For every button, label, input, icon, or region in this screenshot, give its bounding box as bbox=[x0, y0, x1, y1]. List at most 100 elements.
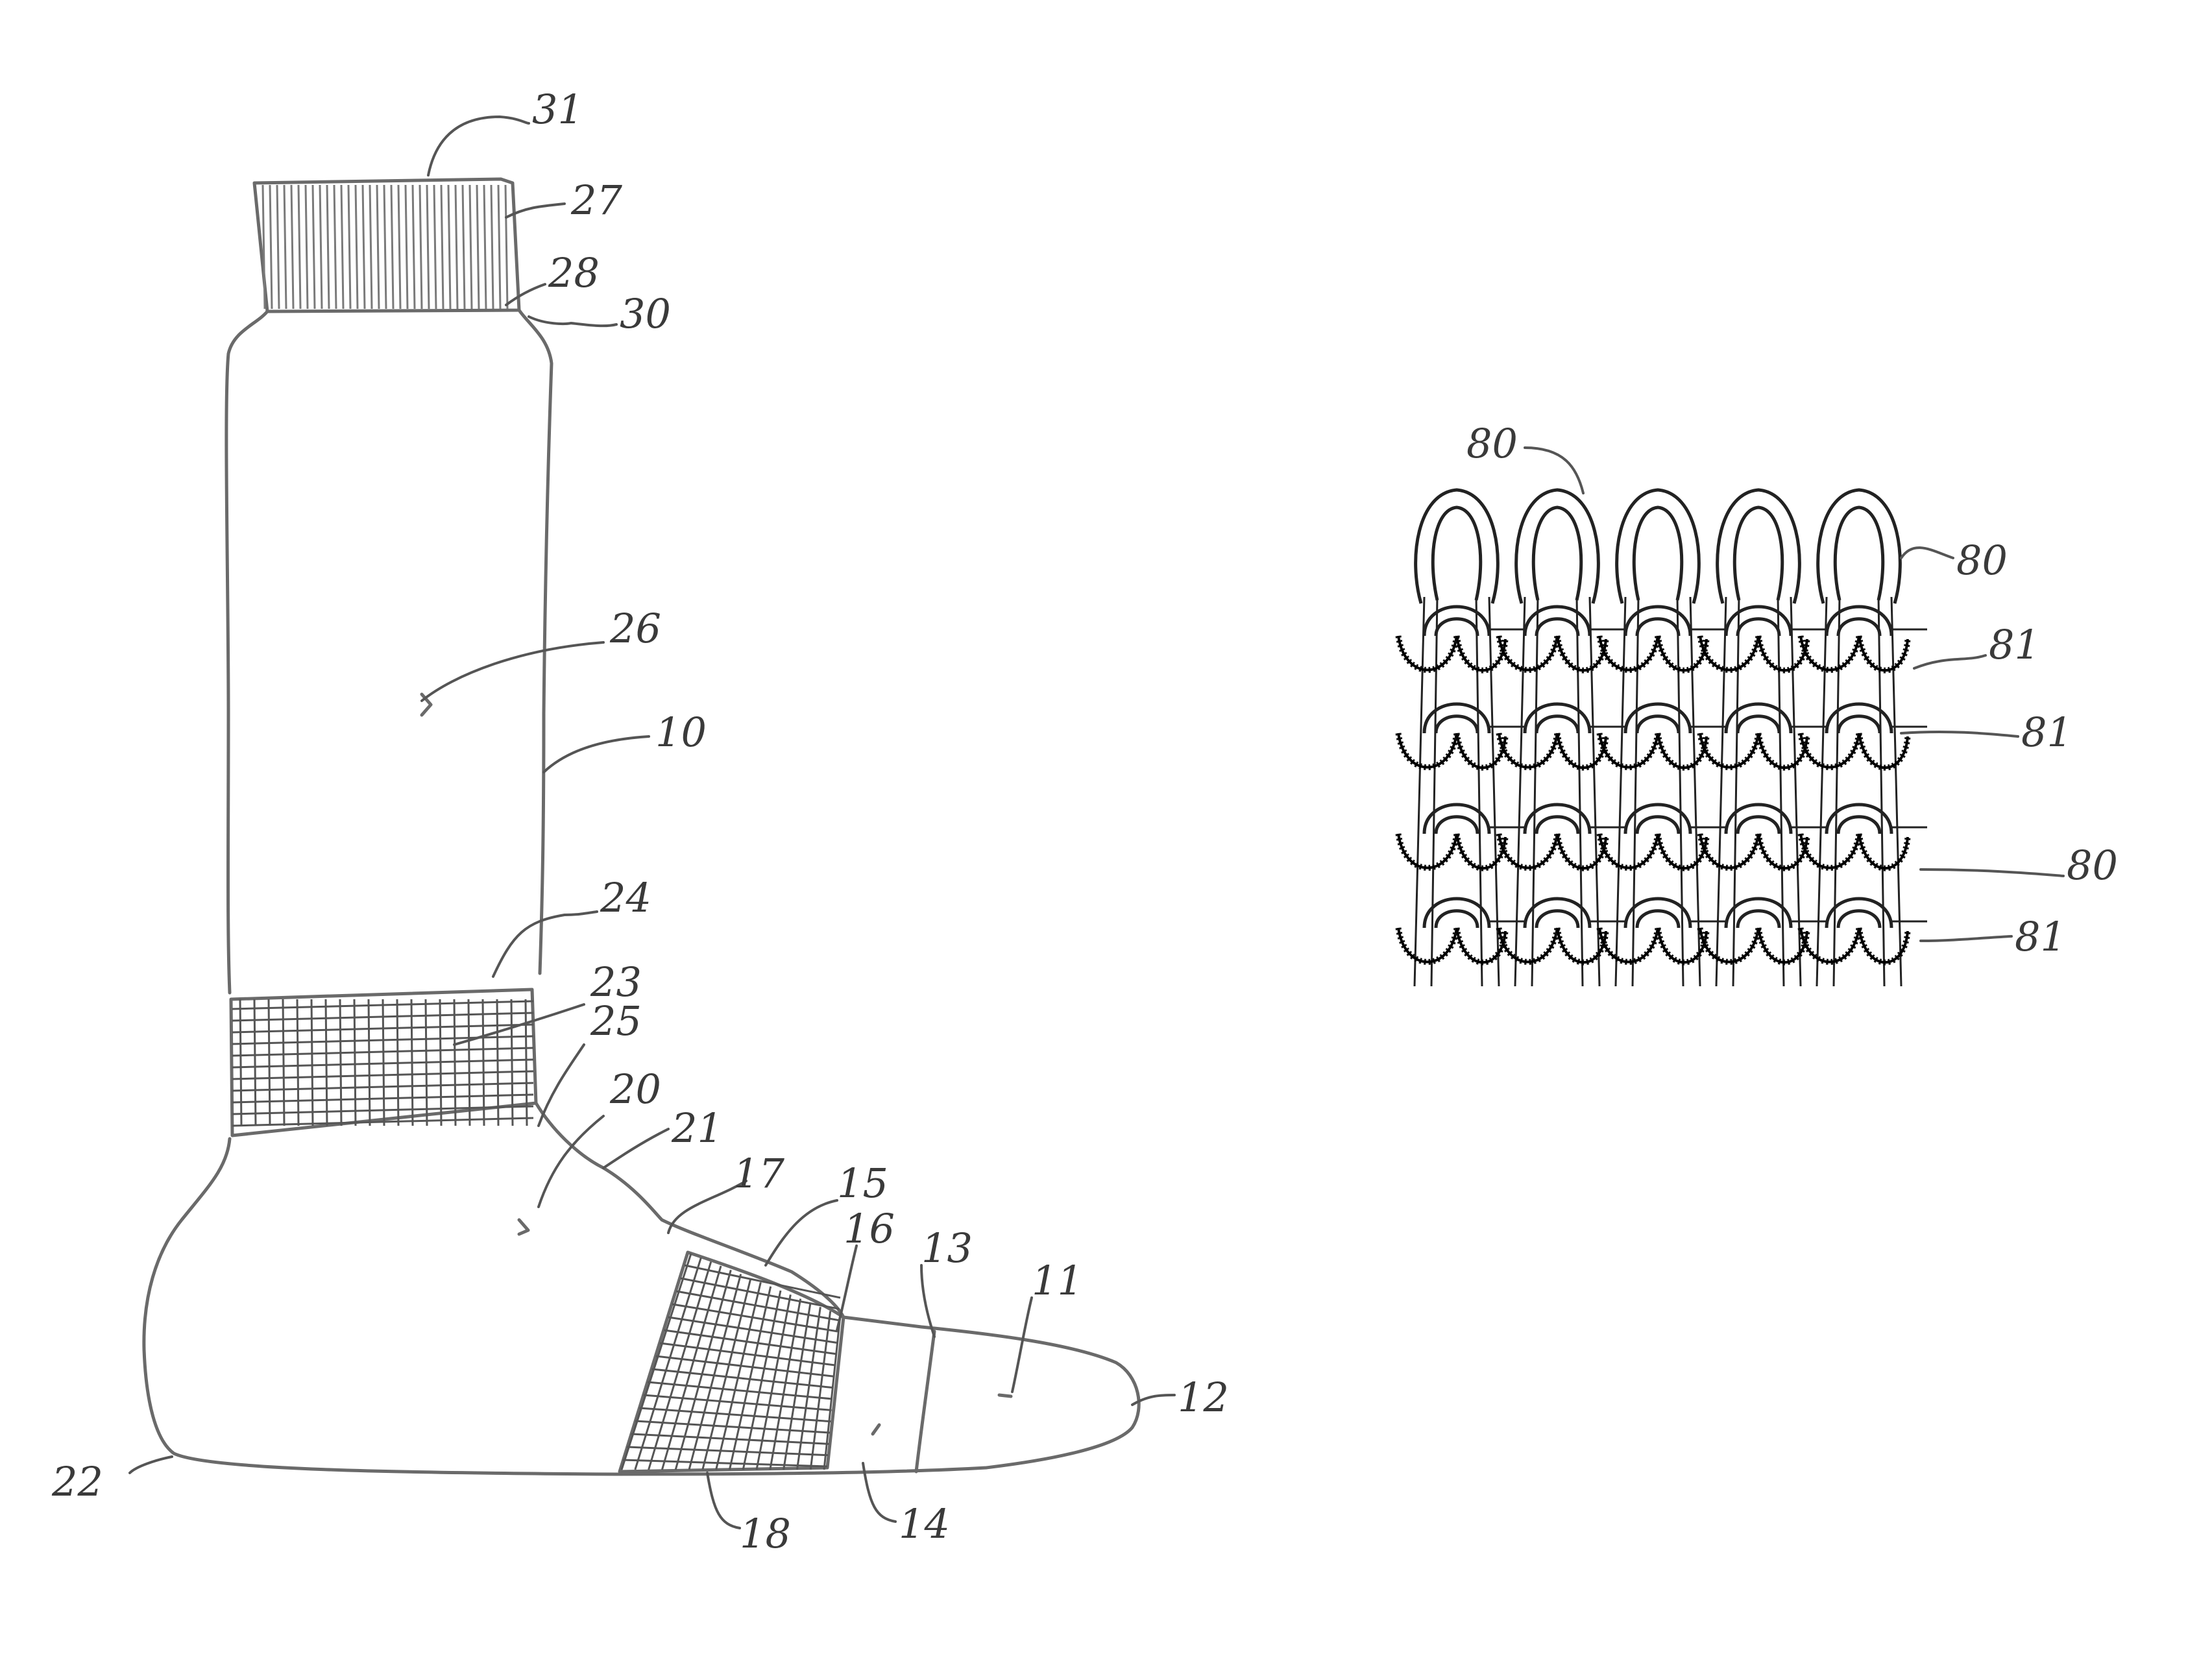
knit-fringe bbox=[1398, 928, 1457, 962]
knit-loop-inner bbox=[1433, 507, 1481, 600]
label-28: 28 bbox=[548, 249, 600, 297]
knit-ring-inner bbox=[1436, 619, 1477, 636]
knit-loop-inner bbox=[1533, 507, 1581, 600]
cuff-rib bbox=[398, 185, 400, 309]
knit-ring-inner bbox=[1637, 911, 1679, 928]
knit-ring-inner bbox=[1637, 619, 1679, 636]
knit-ring bbox=[1525, 899, 1590, 928]
label-25: 25 bbox=[590, 997, 642, 1045]
label-24: 24 bbox=[600, 874, 651, 921]
ankle-hatch-line bbox=[232, 1106, 533, 1114]
label-13: 13 bbox=[921, 1224, 973, 1272]
cuff-rib bbox=[291, 185, 293, 309]
cuff-rib bbox=[498, 185, 500, 309]
knit-ring bbox=[1827, 704, 1891, 733]
knit-ring bbox=[1424, 704, 1489, 733]
ankle-band bbox=[231, 990, 536, 1136]
knit-ring-inner bbox=[1537, 619, 1578, 636]
forefoot-hatch-line bbox=[631, 1434, 829, 1444]
ankle-hatch-line bbox=[468, 999, 470, 1126]
cuff-rib bbox=[448, 185, 450, 309]
label-16: 16 bbox=[844, 1205, 895, 1252]
knit-fringe bbox=[1859, 636, 1908, 670]
label-81-row1: 81 bbox=[1989, 621, 2040, 668]
cuff-rib bbox=[327, 185, 329, 309]
knit-ring bbox=[1827, 899, 1891, 928]
knit-ring bbox=[1726, 704, 1791, 733]
cuff-rib bbox=[363, 185, 365, 309]
knit-fringe-core bbox=[1398, 928, 1457, 962]
forefoot-hatch-line bbox=[689, 1274, 741, 1470]
cuff-rib bbox=[313, 185, 315, 309]
forefoot-hatch-line bbox=[644, 1395, 832, 1410]
label-26: 26 bbox=[609, 605, 661, 652]
cuff-rib bbox=[484, 185, 486, 309]
label-18: 18 bbox=[740, 1510, 791, 1557]
label-80-right-mid: 80 bbox=[2067, 842, 2118, 889]
label-80-right-top: 80 bbox=[1956, 537, 2008, 584]
forefoot-hatch-line bbox=[685, 1265, 840, 1298]
forefoot-hatch-line bbox=[639, 1408, 831, 1422]
cuff-rib bbox=[391, 185, 393, 309]
knit-ring-inner bbox=[1738, 911, 1779, 928]
forefoot-hatch-line bbox=[627, 1447, 828, 1455]
knit-ring-inner bbox=[1838, 911, 1880, 928]
ankle-hatch-line bbox=[254, 999, 256, 1126]
label-81-row4: 81 bbox=[2015, 913, 2066, 960]
cuff-rib bbox=[463, 185, 465, 309]
cuff-rib bbox=[456, 185, 457, 309]
knit-ring-inner bbox=[1637, 817, 1679, 834]
sock-leg-outline bbox=[226, 310, 552, 993]
cuff-rib bbox=[284, 185, 286, 309]
knit-loop-inner bbox=[1634, 507, 1682, 600]
knit-ring-inner bbox=[1436, 911, 1477, 928]
knit-ring bbox=[1424, 899, 1489, 928]
cuff-rib bbox=[441, 185, 443, 309]
knit-ring-inner bbox=[1838, 619, 1880, 636]
knit-ring bbox=[1827, 607, 1891, 636]
label-31: 31 bbox=[532, 86, 583, 133]
label-81-row2: 81 bbox=[2021, 709, 2072, 756]
forefoot-hatch-line bbox=[623, 1460, 827, 1466]
knit-fringe bbox=[1859, 733, 1908, 768]
label-10: 10 bbox=[655, 709, 707, 756]
ankle-hatch-line bbox=[369, 999, 370, 1126]
mark-20 bbox=[519, 1220, 528, 1234]
knit-ring bbox=[1726, 899, 1791, 928]
ankle-hatch-line bbox=[269, 999, 270, 1126]
cuff-rib bbox=[427, 185, 429, 309]
cuff-rib bbox=[377, 185, 379, 309]
knit-ring bbox=[1625, 899, 1690, 928]
knit-fringe-core bbox=[1398, 636, 1457, 670]
cuff-rib bbox=[384, 185, 386, 309]
label-15: 15 bbox=[837, 1160, 888, 1207]
knit-fringe bbox=[1398, 636, 1457, 670]
knit-ring-inner bbox=[1537, 817, 1578, 834]
knit-ring-inner bbox=[1537, 716, 1578, 733]
forefoot-hatch-line bbox=[660, 1343, 835, 1365]
cuff-rib bbox=[406, 185, 407, 309]
cuff-rib bbox=[505, 185, 507, 309]
cuff-rib bbox=[334, 185, 336, 309]
cuff-ribs bbox=[263, 185, 507, 309]
forefoot-hatch-line bbox=[656, 1356, 834, 1376]
cuff-rib bbox=[263, 185, 265, 309]
ankle-band-hatching bbox=[232, 999, 533, 1126]
label-12: 12 bbox=[1178, 1374, 1229, 1421]
cuff-rib bbox=[470, 185, 472, 309]
toe-mark-11 bbox=[999, 1395, 1011, 1396]
cuff-rib bbox=[434, 185, 436, 309]
cuff-rib bbox=[320, 185, 322, 309]
knit-top-loops bbox=[1416, 490, 1901, 603]
cuff-rib bbox=[491, 185, 493, 309]
knit-fringe bbox=[1398, 733, 1457, 768]
knit-fringe-core bbox=[1398, 834, 1457, 868]
knit-ring-inner bbox=[1838, 817, 1880, 834]
cuff-rib bbox=[348, 185, 350, 309]
label-11: 11 bbox=[1032, 1257, 1083, 1304]
forefoot-hatch-line bbox=[662, 1266, 721, 1470]
cuff-rib bbox=[270, 185, 272, 309]
cuff-rib bbox=[370, 185, 372, 309]
sock-cuff bbox=[254, 179, 519, 311]
knit-ring-inner bbox=[1436, 716, 1477, 733]
